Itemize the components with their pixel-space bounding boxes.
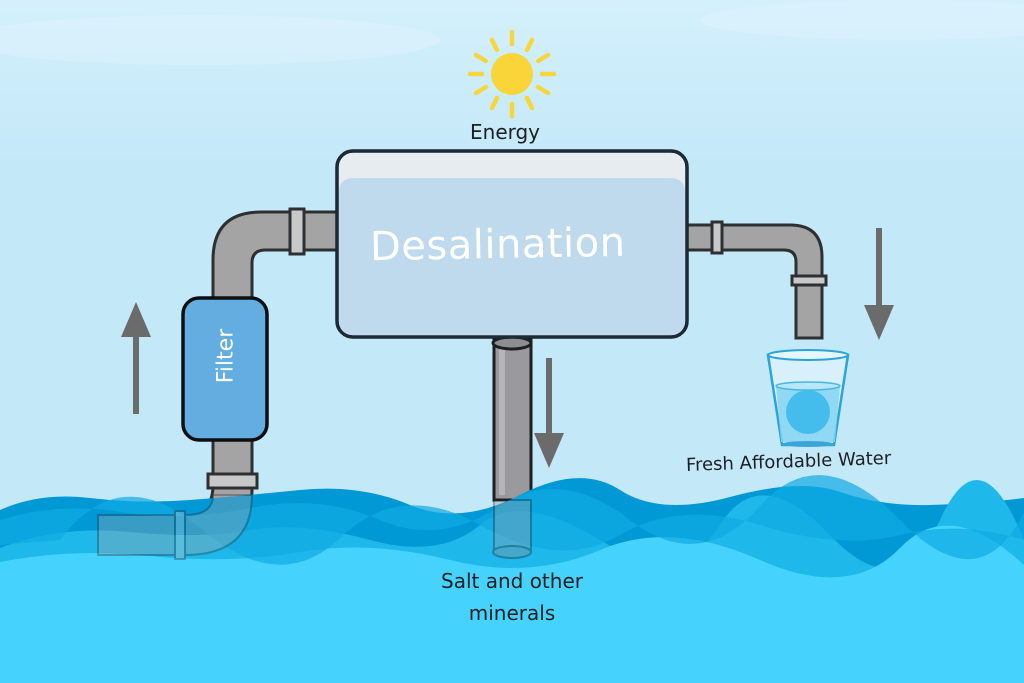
filter-unit: [181, 296, 269, 442]
sea: [0, 475, 1024, 683]
arrow-up-icon: [121, 302, 151, 414]
brine-pipe: [491, 335, 533, 502]
arrow-down-icon: [534, 358, 564, 468]
salt-label-line1: Salt and other: [441, 569, 583, 593]
desalination-tank: [335, 149, 689, 339]
pipe-coupling: [288, 207, 306, 256]
pipe-coupling: [206, 472, 259, 490]
energy-label: Energy: [470, 120, 541, 144]
cloud: [700, 0, 1024, 40]
arrow-down-icon: [864, 228, 894, 340]
sun-icon: [467, 29, 557, 119]
pipe-coupling: [790, 274, 828, 287]
water-glass-icon: [766, 349, 850, 447]
outlet-pipe: [684, 220, 828, 340]
salt-minerals-label: Salt and other minerals: [441, 565, 583, 629]
salt-label-line2: minerals: [468, 601, 556, 625]
pipe-coupling: [710, 220, 724, 255]
filter-label: Filter: [213, 328, 239, 384]
desalination-label: Desalination: [369, 219, 626, 271]
cloud: [0, 15, 440, 65]
submerged-brine: [492, 499, 532, 559]
submerged-intake: [97, 494, 254, 560]
